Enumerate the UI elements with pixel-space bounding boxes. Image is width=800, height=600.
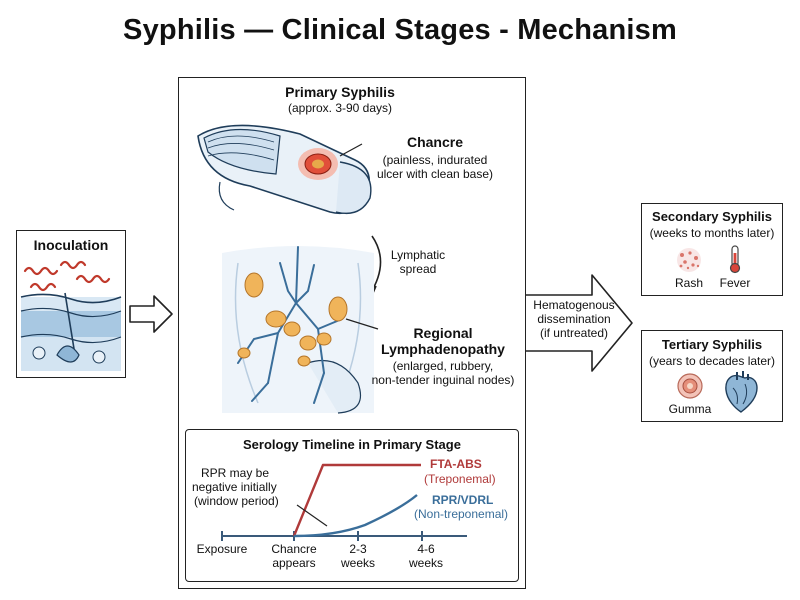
secondary-syphilis-box [641,203,783,296]
dissemination-line2: dissemination [537,312,611,326]
inoculation-box: Inoculation [16,230,126,378]
tertiary-title: Tertiary Syphilis [661,337,763,352]
hematogenous-arrow-icon [526,274,633,372]
serology-timeline-box [185,429,519,582]
fever-label: Fever [719,276,751,290]
secondary-duration: (weeks to months later) [649,226,775,240]
penis-chancre-illustration [197,124,372,215]
dissemination-line1: Hematogenous [533,298,615,312]
rash-label: Rash [674,276,703,290]
lymphadenopathy-desc-line1: (enlarged, rubbery, [392,359,494,373]
tick-label-2-3: 2-3 [349,542,367,556]
rpr-vdrl-sublabel: (Non-treponemal) [414,507,509,521]
tertiary-duration: (years to decades later) [648,354,776,368]
chancre-desc-line1: (painless, indurated [382,153,488,167]
tick-label-chancre: Chancre [271,542,317,556]
chancre-ulcer-icon [298,148,338,180]
thermometer-icon [729,245,741,274]
lymphadenopathy-title-line1: Regional [413,325,473,341]
rpr-vdrl-curve [293,494,418,538]
fta-abs-curve [292,463,421,537]
lymphatic-spread-line1: Lymphatic [390,248,446,262]
chancre-desc-line2: ulcer with clean base) [376,167,494,181]
tick-label-4-6: 4-6 [417,542,435,556]
rpr-vdrl-label: RPR/VDRL [432,493,494,507]
gumma-icon [677,373,703,399]
dissemination-line3: (if untreated) [539,326,609,340]
gumma-label: Gumma [668,402,712,416]
page-title: Syphilis — Clinical Stages - Mechanism [123,14,677,46]
lymphadenopathy-title-line2: Lymphadenopathy [381,341,505,357]
tick-label-2-3-line2: weeks [340,556,375,570]
chancre-title: Chancre [406,134,464,150]
spirochete-icon [23,260,111,292]
tick-label-4-6-line2: weeks [408,556,443,570]
window-period-note-line1: RPR may be [201,466,270,480]
serology-title: Serology Timeline in Primary Stage [243,437,461,452]
tick-label-chancre-line2: appears [272,556,316,570]
inoculation-label: Inoculation [33,237,109,253]
tertiary-syphilis-box [641,330,783,422]
tick-label-exposure: Exposure [196,542,248,556]
window-period-note-line3: (window period) [194,494,279,508]
inguinal-lymph-nodes-illustration [222,246,379,414]
heart-icon [725,371,758,413]
lymph-node-icon [237,272,348,367]
arrow-to-primary-icon [129,295,173,333]
serology-chart [221,463,467,541]
window-period-note-line2: negative initially [192,480,277,494]
fta-abs-label: FTA-ABS [430,457,482,471]
primary-title: Primary Syphilis [285,84,395,100]
window-period-pointer [296,504,328,527]
inoculation-illustration [20,260,122,371]
lymphatic-spread-line2: spread [399,262,437,276]
fta-abs-sublabel: (Treponemal) [424,472,496,486]
rash-icon [677,248,701,272]
lymphadenopathy-desc-line2: non-tender inguinal nodes) [371,373,515,387]
secondary-title: Secondary Syphilis [652,209,772,224]
primary-duration: (approx. 3-90 days) [287,101,393,115]
